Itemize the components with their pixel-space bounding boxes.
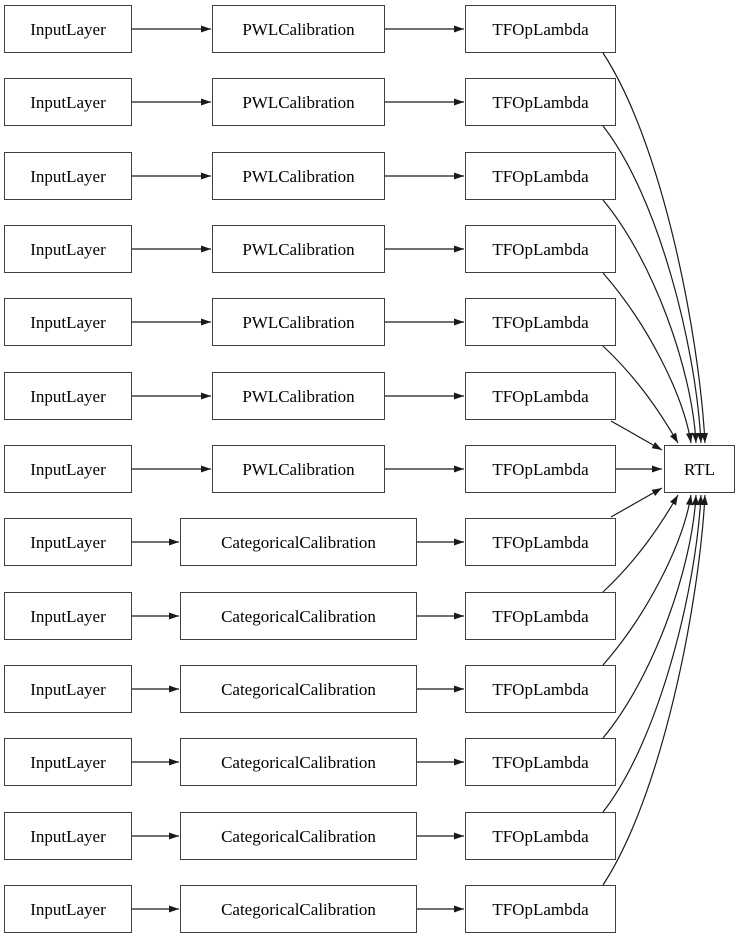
node-input-layer-9: InputLayer [4,592,132,640]
node-tfop-lambda-10: TFOpLambda [465,665,616,713]
node-calibration-4: PWLCalibration [212,225,385,273]
node-input-layer-3: InputLayer [4,152,132,200]
node-tfop-lambda-13: TFOpLambda [465,885,616,933]
node-input-layer-8: InputLayer [4,518,132,566]
edge-lambda-rtl-2 [602,125,704,444]
node-input-layer-6: InputLayer [4,372,132,420]
node-calibration-1: PWLCalibration [212,5,385,53]
node-calibration-7: PWLCalibration [212,445,385,493]
node-input-layer-7: InputLayer [4,445,132,493]
node-calibration-12: CategoricalCalibration [180,812,417,860]
node-tfop-lambda-11: TFOpLambda [465,738,616,786]
edge-lambda-rtl-8 [610,487,663,518]
node-rtl: RTL [664,445,735,493]
node-tfop-lambda-4: TFOpLambda [465,225,616,273]
node-calibration-9: CategoricalCalibration [180,592,417,640]
node-input-layer-5: InputLayer [4,298,132,346]
node-input-layer-13: InputLayer [4,885,132,933]
node-calibration-3: PWLCalibration [212,152,385,200]
edge-lambda-rtl-11 [602,494,699,739]
node-tfop-lambda-9: TFOpLambda [465,592,616,640]
edge-lambda-rtl-13 [602,494,708,886]
node-input-layer-1: InputLayer [4,5,132,53]
node-calibration-6: PWLCalibration [212,372,385,420]
node-tfop-lambda-7: TFOpLambda [465,445,616,493]
node-input-layer-2: InputLayer [4,78,132,126]
edge-lambda-rtl-5 [602,345,679,444]
node-tfop-lambda-5: TFOpLambda [465,298,616,346]
edge-lambda-rtl-6 [610,420,663,451]
node-input-layer-12: InputLayer [4,812,132,860]
node-calibration-5: PWLCalibration [212,298,385,346]
node-tfop-lambda-2: TFOpLambda [465,78,616,126]
edge-lambda-rtl-3 [602,199,699,444]
edge-lambda-rtl-1 [602,52,708,444]
node-input-layer-11: InputLayer [4,738,132,786]
node-tfop-lambda-1: TFOpLambda [465,5,616,53]
node-calibration-8: CategoricalCalibration [180,518,417,566]
node-input-layer-4: InputLayer [4,225,132,273]
node-tfop-lambda-3: TFOpLambda [465,152,616,200]
node-calibration-10: CategoricalCalibration [180,665,417,713]
node-calibration-13: CategoricalCalibration [180,885,417,933]
edge-lambda-rtl-12 [602,494,704,813]
node-calibration-2: PWLCalibration [212,78,385,126]
node-tfop-lambda-8: TFOpLambda [465,518,616,566]
edge-lambda-rtl-9 [602,494,679,593]
node-tfop-lambda-12: TFOpLambda [465,812,616,860]
node-calibration-11: CategoricalCalibration [180,738,417,786]
edge-lambda-rtl-4 [602,272,693,444]
node-input-layer-10: InputLayer [4,665,132,713]
edge-lambda-rtl-10 [602,494,693,666]
node-tfop-lambda-6: TFOpLambda [465,372,616,420]
